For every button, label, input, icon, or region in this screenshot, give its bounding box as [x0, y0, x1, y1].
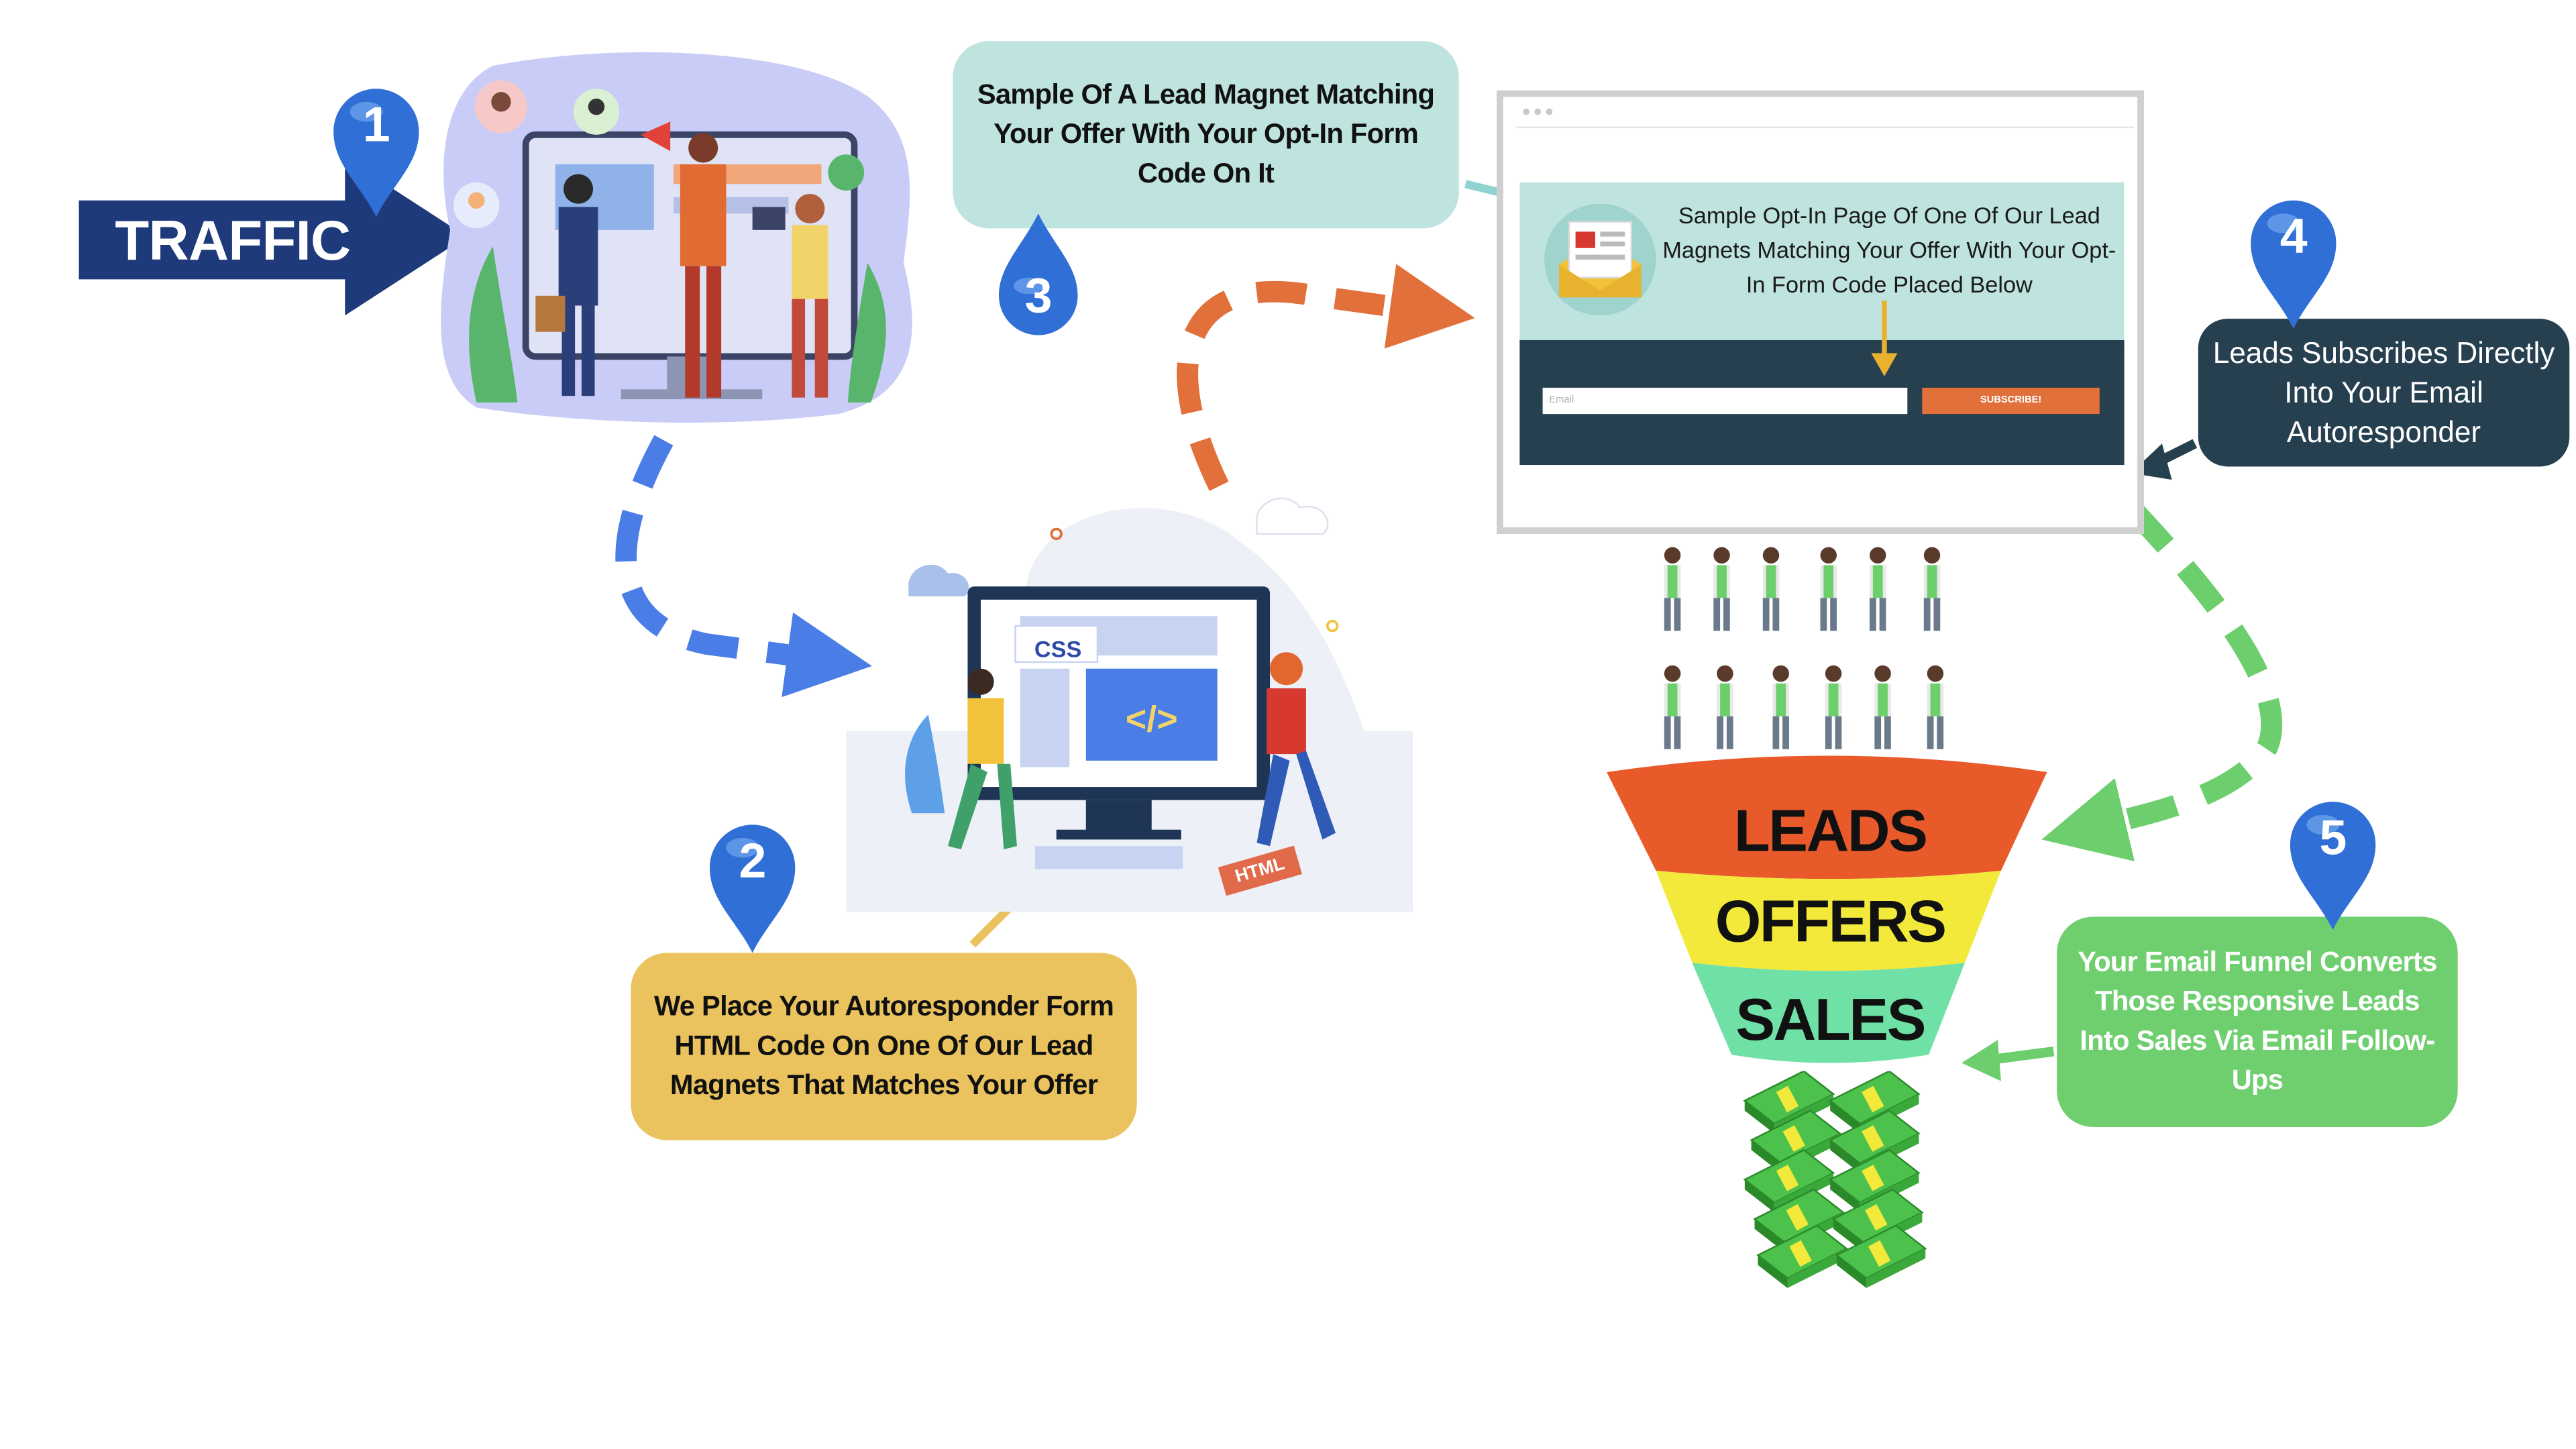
money-stack-icon	[1743, 1071, 1927, 1289]
funnel-offers-segment	[1656, 870, 2001, 971]
orange-dashed-arrow	[1177, 264, 1475, 491]
css-label: CSS	[1034, 635, 1082, 662]
sales-funnel	[1607, 755, 2047, 1063]
marker-5: 5	[2287, 798, 2379, 933]
marker-3-label: 3	[1024, 269, 1053, 324]
funnel-offers-label: OFFERS	[1715, 887, 1947, 955]
email-field[interactable]: Email	[1542, 387, 1908, 415]
marker-1: 1	[330, 85, 422, 220]
funnel-leads-label: LEADS	[1733, 796, 1928, 865]
green-pointer-arrow	[1990, 1046, 2055, 1065]
blue-dashed-arrow	[615, 435, 872, 698]
step-4-bubble: Leads Subscribes Directly Into Your Emai…	[2198, 319, 2570, 467]
funnel-sales-segment	[1692, 963, 1966, 1063]
marker-2: 2	[706, 822, 798, 957]
traffic-label: TRAFFIC	[115, 210, 351, 273]
marker-3: 3	[996, 210, 1081, 338]
marker-5-label: 5	[2319, 811, 2347, 866]
down-arrow-icon	[1871, 301, 1898, 376]
funnel-leads-segment	[1607, 755, 2047, 879]
traffic-illustration	[441, 52, 912, 423]
subscribe-button[interactable]: SUBSCRIBE!	[1922, 387, 2100, 415]
code-label: </>	[1125, 698, 1178, 740]
step-3-bubble: Sample Of A Lead Magnet Matching Your Of…	[953, 41, 1459, 229]
marker-1-label: 1	[362, 98, 390, 153]
coding-illustration	[846, 497, 1413, 912]
green-dashed-arrow	[2041, 502, 2283, 861]
funnel-sales-label: SALES	[1735, 985, 1926, 1053]
marker-4: 4	[2247, 197, 2339, 332]
leads-crowd	[1664, 547, 1944, 749]
step-5-bubble: Your Email Funnel Converts Those Respons…	[2057, 916, 2458, 1128]
optin-headline: Sample Opt-In Page Of One Of Our Lead Ma…	[1662, 202, 2116, 298]
browser-bar	[1516, 103, 2135, 129]
marker-2-label: 2	[739, 835, 767, 889]
marker-4-label: 4	[2279, 210, 2308, 265]
envelope-icon	[1544, 203, 1656, 316]
optin-page-frame: Sample Opt-In Page Of One Of Our Lead Ma…	[1497, 90, 2144, 534]
step-2-bubble: We Place Your Autoresponder Form HTML Co…	[631, 953, 1137, 1140]
